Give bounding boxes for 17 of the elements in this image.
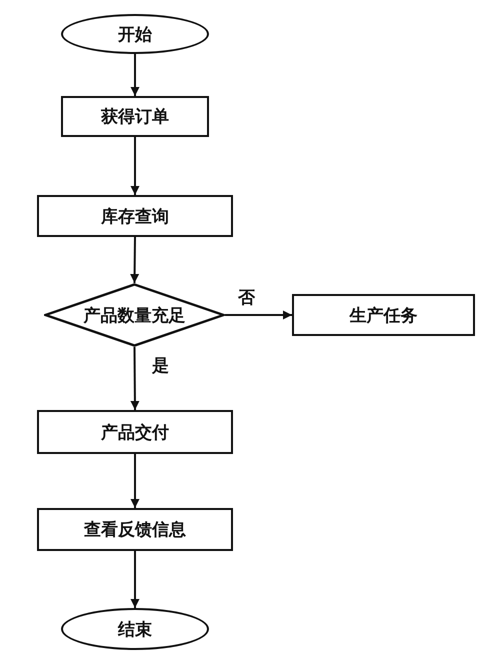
terminal-ellipse: 开始 xyxy=(61,14,209,54)
process-box: 库存查询 xyxy=(37,195,233,237)
process-box: 生产任务 xyxy=(292,294,475,336)
edge-label: 否 xyxy=(236,288,257,308)
decision-diamond: 产品数量充足 xyxy=(44,283,225,347)
process-box: 获得订单 xyxy=(61,96,209,137)
arrow xyxy=(130,137,140,195)
arrow xyxy=(130,347,140,410)
arrow xyxy=(225,310,292,320)
process-box: 产品交付 xyxy=(37,410,233,454)
edge-label: 是 xyxy=(150,356,171,376)
process-box: 查看反馈信息 xyxy=(37,508,233,551)
arrow xyxy=(130,236,140,284)
arrow xyxy=(130,454,140,508)
arrow xyxy=(130,551,140,608)
terminal-ellipse: 结束 xyxy=(61,608,209,650)
arrow xyxy=(130,54,140,96)
